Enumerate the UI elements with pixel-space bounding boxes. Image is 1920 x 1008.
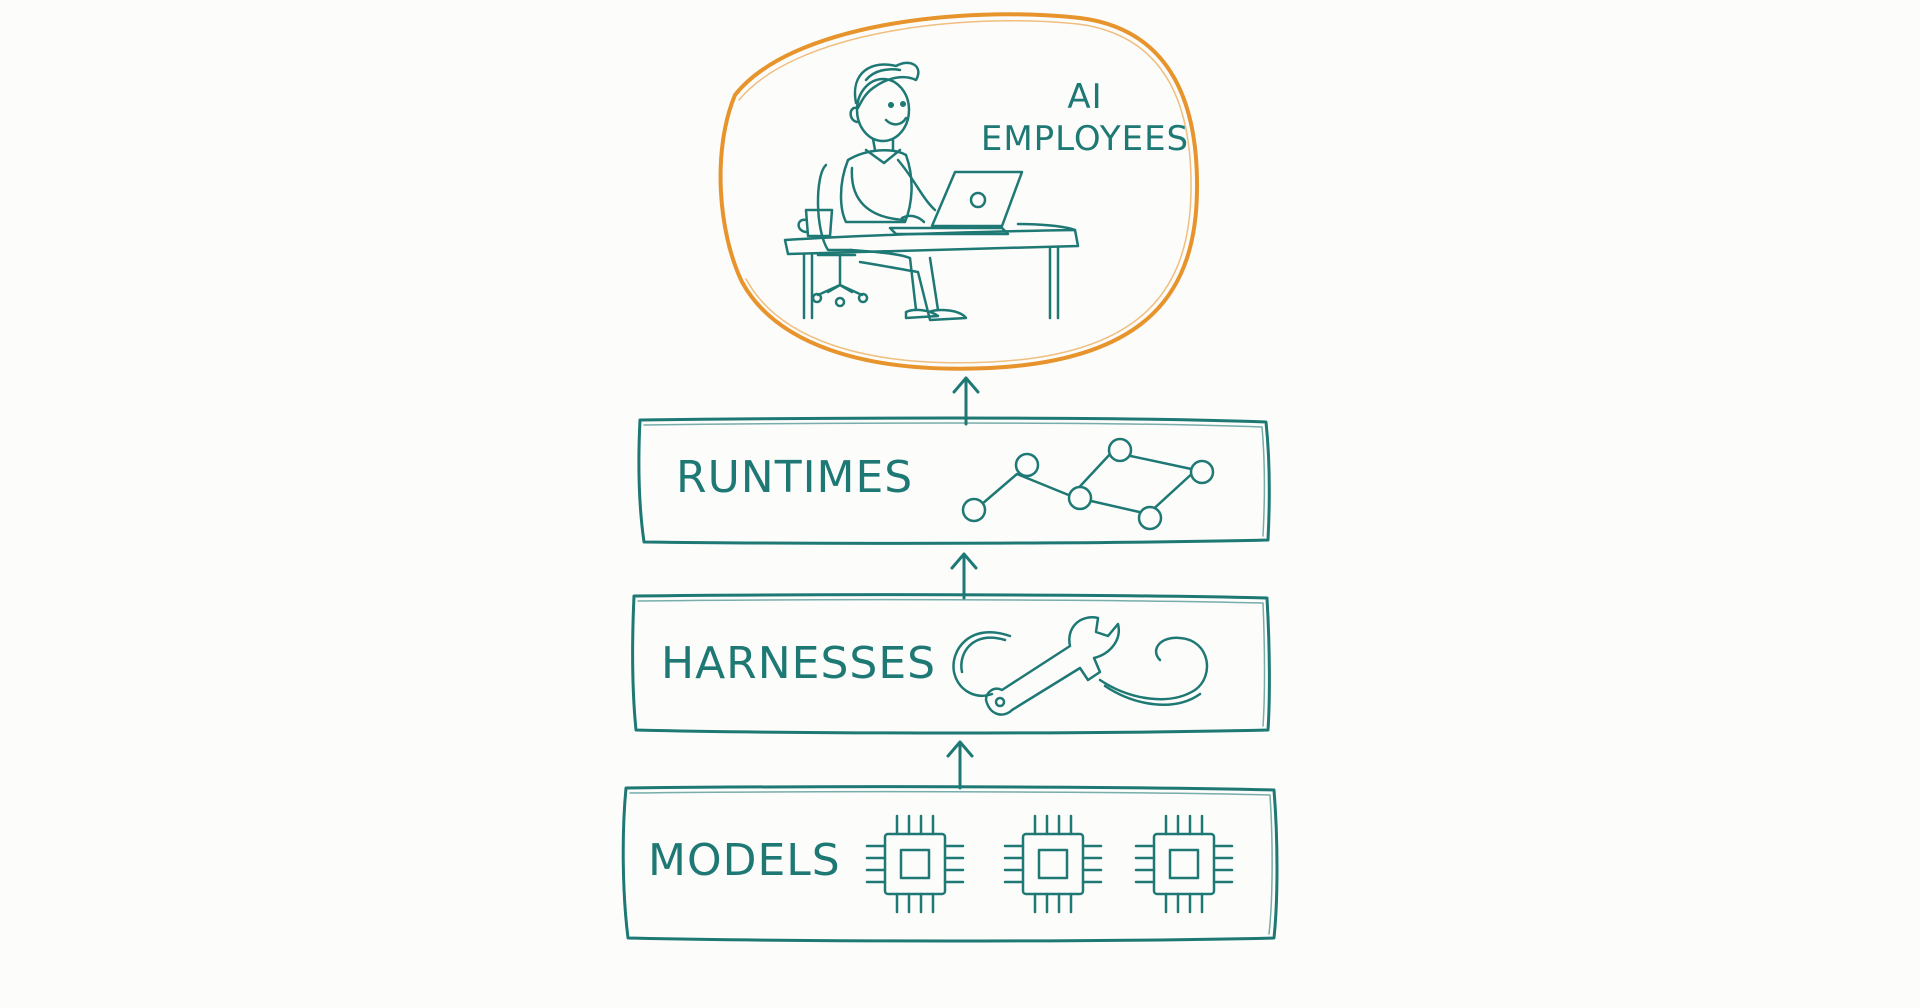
models-label: MODELS	[648, 835, 841, 886]
harnesses-box	[631, 593, 1271, 735]
arrows	[946, 376, 980, 790]
chip-icon	[865, 814, 965, 914]
node-graph-icon	[961, 437, 1215, 531]
person-at-laptop-icon	[783, 61, 1080, 322]
harnesses-label: HARNESSES	[661, 638, 937, 689]
models-box	[621, 785, 1279, 943]
runtimes-label: RUNTIMES	[676, 452, 914, 503]
ai-employees-label-line1: AI	[1067, 77, 1103, 117]
chip-icon	[1134, 814, 1234, 914]
arrow-harnesses-to-runtimes	[950, 552, 978, 600]
arrow-models-to-harnesses	[946, 740, 974, 790]
ai-employees-bubble	[718, 12, 1200, 371]
ai-employees-label-line2: EMPLOYEES	[980, 119, 1190, 159]
chip-icon	[1003, 814, 1103, 914]
ai-employees-label: AI EMPLOYEES	[970, 76, 1200, 160]
wrench-icon	[952, 616, 1209, 716]
ai-employees-bubble-echo	[738, 20, 1192, 364]
arrow-runtimes-to-ai-employees	[952, 376, 980, 426]
runtimes-box	[637, 416, 1271, 545]
